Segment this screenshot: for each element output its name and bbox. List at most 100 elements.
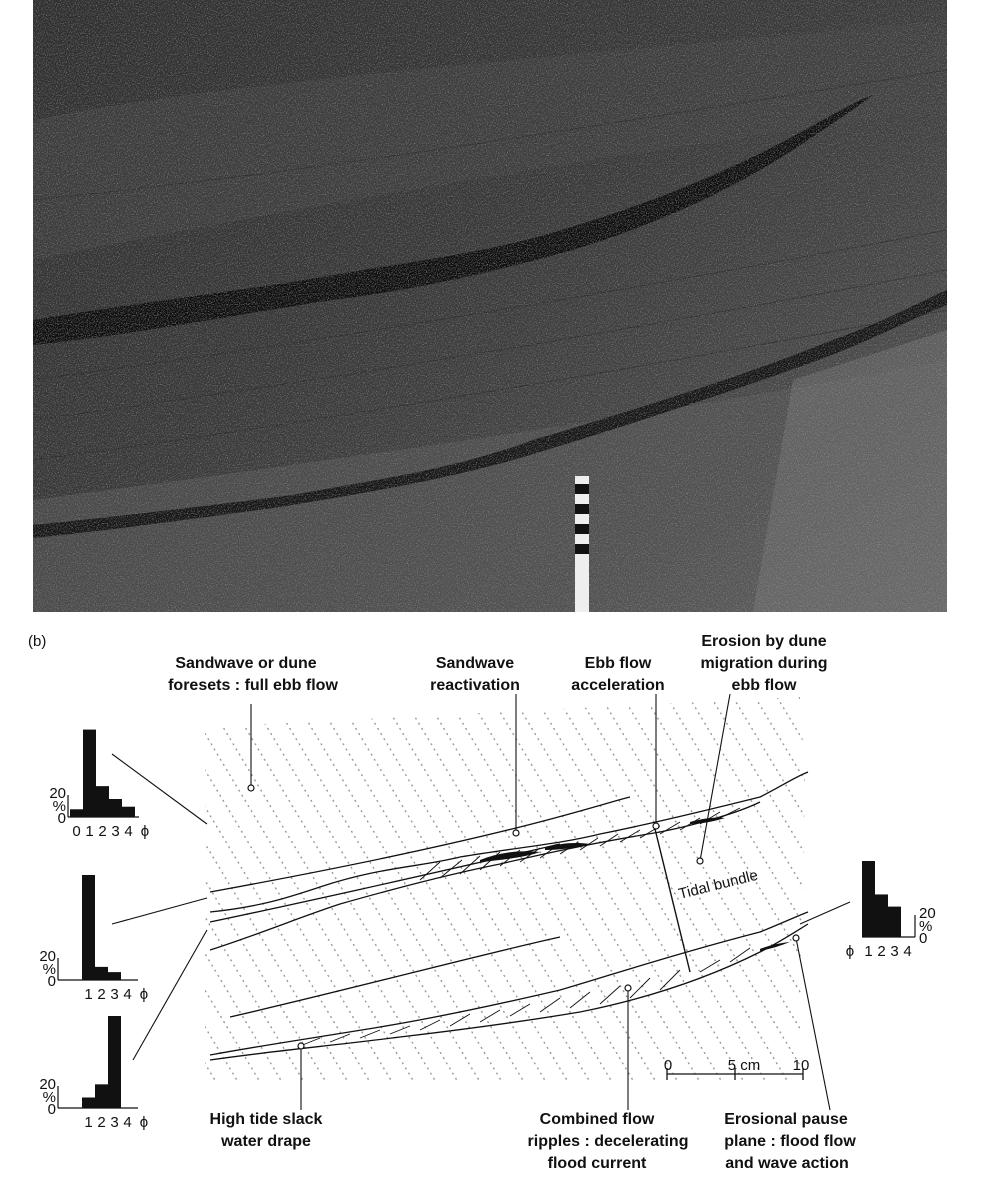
- foreset-dotted-line: [950, 692, 1000, 1092]
- histogram-bar: [862, 861, 875, 937]
- tidal-bundle-label: Tidal bundle: [677, 867, 760, 903]
- foreset-dotted-line: [795, 697, 805, 1082]
- histogram-x-tick: 3: [110, 1114, 118, 1131]
- foreset-dotted-line: [223, 697, 465, 1082]
- histogram-y-unit: %: [43, 1089, 56, 1106]
- histogram-y-tick-0: 0: [919, 930, 927, 947]
- label-sandwave-foresets-2: foresets : full ebb flow: [168, 677, 338, 694]
- leader-lines: [111, 693, 851, 1111]
- histogram-x-tick: 3: [110, 986, 118, 1003]
- mud-drape-upper: [33, 95, 873, 345]
- histogram-x-tick: 3: [111, 823, 119, 840]
- histogram-x-tick: 0: [72, 823, 80, 840]
- histogram-bar: [109, 799, 122, 817]
- histogram-y-tick-20: 20: [919, 905, 936, 922]
- lower-set-top: [209, 911, 809, 1056]
- label-erosional-pause-2: plane : flood flow: [724, 1133, 856, 1150]
- upper-set-top: [209, 771, 809, 913]
- histogram-bar: [82, 875, 95, 980]
- label-erosion-dune-3: ebb flow: [732, 677, 797, 694]
- histogram-x-tick: 1: [85, 823, 93, 840]
- foreset-dotted-line: [818, 692, 1000, 1092]
- foreset-dotted-line: [773, 697, 805, 1082]
- histogram-y-tick-20: 20: [39, 1076, 56, 1093]
- label-combined-ripples-3: flood current: [548, 1155, 647, 1172]
- label-erosional-pause-3: and wave action: [725, 1155, 849, 1172]
- lower-set-base: [209, 923, 809, 1061]
- foreset-dotted-line: [377, 697, 619, 1082]
- label-high-tide-2: water drape: [220, 1133, 311, 1150]
- foreset-dotted-line: [0, 692, 46, 1092]
- reactivation-surface-upper: [209, 796, 631, 893]
- foreset-dotted-line: [0, 692, 200, 1092]
- foreset-dotted-line: [205, 697, 355, 1082]
- bounding-surfaces: [209, 771, 809, 1061]
- histogram-x-tick: 1: [84, 1114, 92, 1131]
- histogram-bar: [70, 809, 83, 817]
- leader-end-circles: [247, 784, 800, 1050]
- foreset-dotted-line: [729, 697, 805, 1082]
- foreset-dotted-line: [289, 697, 531, 1082]
- histogram-bar: [96, 786, 109, 817]
- tidal-bundle-bracket: [654, 828, 691, 973]
- histogram-x-tick: 4: [124, 823, 132, 840]
- foreset-dotted-line: [0, 692, 68, 1092]
- foreset-dotted-line: [0, 692, 2, 1092]
- foreset-dotted-line: [421, 697, 663, 1082]
- histogram-bar: [108, 1016, 121, 1108]
- foreset-dotted-line: [205, 697, 311, 1082]
- histogram-x-tick: 2: [877, 943, 885, 960]
- foreset-dotted-line: [205, 697, 267, 1082]
- histogram-x-tick: 2: [97, 986, 105, 1003]
- foreset-dotted-line: [205, 697, 245, 1082]
- histogram-y-tick-20: 20: [39, 948, 56, 965]
- foreset-dotted-line: [0, 692, 24, 1092]
- histogram-y-unit: %: [53, 798, 66, 815]
- scale-label-0: 0: [664, 1057, 672, 1074]
- foreset-dotted-line: [399, 697, 641, 1082]
- foreset-dotted-line: [443, 697, 685, 1082]
- label-sandwave-reactivation-2: reactivation: [430, 677, 520, 694]
- internal-surface: [229, 936, 561, 1018]
- histogram-x-tick: 2: [97, 1114, 105, 1131]
- foreset-dotted-line: [205, 697, 443, 1082]
- cross-lamination-hatching: [299, 807, 751, 1047]
- histogram-bar: [888, 906, 901, 937]
- sedimentary-diagram: (b) Tidal bundle 0 5 cm 10: [0, 633, 1000, 1172]
- histogram-y-unit: %: [919, 918, 932, 935]
- label-erosion-dune-2: migration during: [700, 655, 827, 672]
- foreset-dotted-line: [205, 697, 399, 1082]
- histogram-phi-label: ϕ: [846, 943, 854, 960]
- foreset-dotted-line: [884, 692, 1000, 1092]
- label-erosional-pause-1: Erosional pause: [724, 1111, 848, 1128]
- photo-lower-lighter-band: [33, 360, 947, 612]
- foreset-dotted-line: [862, 692, 1000, 1092]
- panel-label: (b): [28, 633, 46, 650]
- scale-rod: [575, 476, 589, 612]
- label-sandwave-foresets-1: Sandwave or dune: [175, 655, 316, 672]
- histogram-bar: [83, 729, 96, 817]
- histogram-bar: [95, 1084, 108, 1108]
- histogram-x-tick: 4: [123, 1114, 131, 1131]
- foreset-dotted-lines: [0, 692, 1000, 1092]
- histogram-y-unit: %: [43, 961, 56, 978]
- label-ebb-acceleration-2: acceleration: [571, 677, 664, 694]
- photo-right-light-zone: [753, 330, 947, 612]
- foreset-dotted-line: [553, 697, 795, 1082]
- label-high-tide-1: High tide slack: [210, 1111, 323, 1128]
- foreset-dotted-line: [0, 692, 156, 1092]
- histogram-x-tick: 1: [864, 943, 872, 960]
- histogram-x-tick: 2: [98, 823, 106, 840]
- foreset-dotted-line: [355, 697, 597, 1082]
- scale-label-5cm: 5 cm: [728, 1057, 761, 1074]
- histogram-x-tick: 4: [123, 986, 131, 1003]
- foreset-dotted-line: [333, 697, 575, 1082]
- foreset-dotted-line: [928, 692, 1000, 1092]
- foreset-dotted-line: [906, 692, 1000, 1092]
- foreset-dotted-line: [994, 692, 1000, 1092]
- histogram-y-tick-0: 0: [48, 973, 56, 990]
